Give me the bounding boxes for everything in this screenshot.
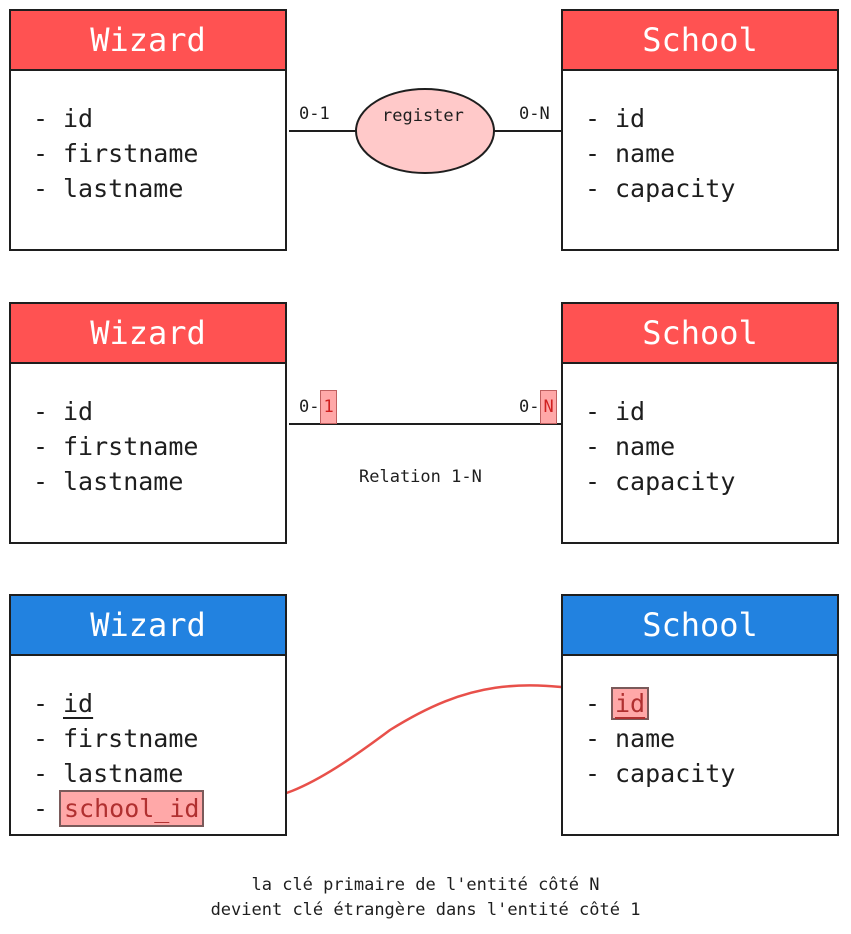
wizard-entity-2[interactable]: Wizard -id -firstname -lastname (9, 302, 287, 544)
attribute-id-primary-key: -id (585, 686, 837, 721)
cardinality-right-1: 0-N (519, 104, 550, 124)
attribute-lastname: -lastname (33, 174, 184, 203)
attribute-id: -id (585, 397, 646, 426)
attribute-name: -name (585, 724, 676, 753)
school-entity-3[interactable]: School -id -name -capacity (561, 594, 839, 836)
caption-line-2: devient clé étrangère dans l'entité côté… (210, 900, 641, 920)
attribute-firstname: -firstname (33, 139, 199, 168)
caption: la clé primaire de l'entité côté N devie… (0, 873, 851, 923)
cardinality-right-2: 0-N (519, 390, 557, 424)
attribute-firstname: -firstname (33, 432, 199, 461)
relation-label: Relation 1-N (359, 467, 482, 487)
wizard-entity-1[interactable]: Wizard -id -firstname -lastname (9, 9, 287, 251)
association-ellipse (355, 88, 495, 174)
cardinality-highlight: 1 (320, 390, 337, 424)
attribute-id: -id (33, 104, 94, 133)
attribute-lastname: -lastname (33, 467, 184, 496)
attribute-name: -name (585, 432, 676, 461)
caption-line-1: la clé primaire de l'entité côté N (251, 875, 600, 895)
cardinality-highlight: N (540, 390, 557, 424)
entity-title: School (563, 304, 837, 364)
entity-title: Wizard (11, 304, 285, 364)
attribute-id: -id (33, 397, 94, 426)
attribute-id: -id (585, 104, 646, 133)
entity-title: School (563, 596, 837, 656)
cardinality-left-1: 0-1 (299, 104, 330, 124)
entity-title: Wizard (11, 596, 285, 656)
attribute-id-primary-key: -id (33, 689, 94, 718)
association-label: register (382, 106, 464, 126)
wizard-entity-3[interactable]: Wizard -id -firstname -lastname -school_… (9, 594, 287, 836)
attribute-capacity: -capacity (585, 759, 736, 788)
school-entity-2[interactable]: School -id -name -capacity (561, 302, 839, 544)
attribute-capacity: -capacity (585, 174, 736, 203)
attribute-capacity: -capacity (585, 467, 736, 496)
entity-title: School (563, 11, 837, 71)
attribute-name: -name (585, 139, 676, 168)
attribute-school-id-foreign-key: -school_id (33, 790, 285, 827)
attribute-lastname: -lastname (33, 759, 184, 788)
entity-title: Wizard (11, 11, 285, 71)
attribute-firstname: -firstname (33, 724, 199, 753)
cardinality-left-2: 0-1 (299, 390, 337, 424)
school-entity-1[interactable]: School -id -name -capacity (561, 9, 839, 251)
